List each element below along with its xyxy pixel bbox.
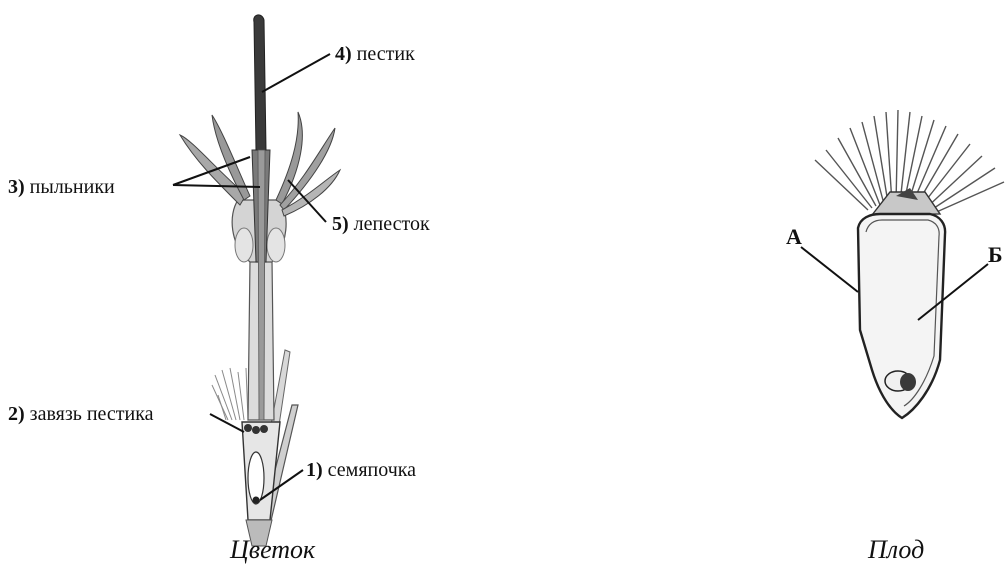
label-ovary: 2)завязь пестика (8, 403, 154, 425)
label-ovule: 1)семяпочка (306, 459, 416, 481)
label-anthers: 3)пыльники (8, 176, 115, 198)
label-petal: 5)лепесток (332, 213, 430, 235)
flower-caption: Цветок (229, 535, 316, 564)
label-a: А (786, 224, 802, 249)
fruit-drawing (815, 110, 1004, 418)
label-pistil: 4)пестик (335, 43, 415, 65)
label-b: Б (988, 242, 1003, 267)
fruit-caption: Плод (867, 535, 924, 564)
